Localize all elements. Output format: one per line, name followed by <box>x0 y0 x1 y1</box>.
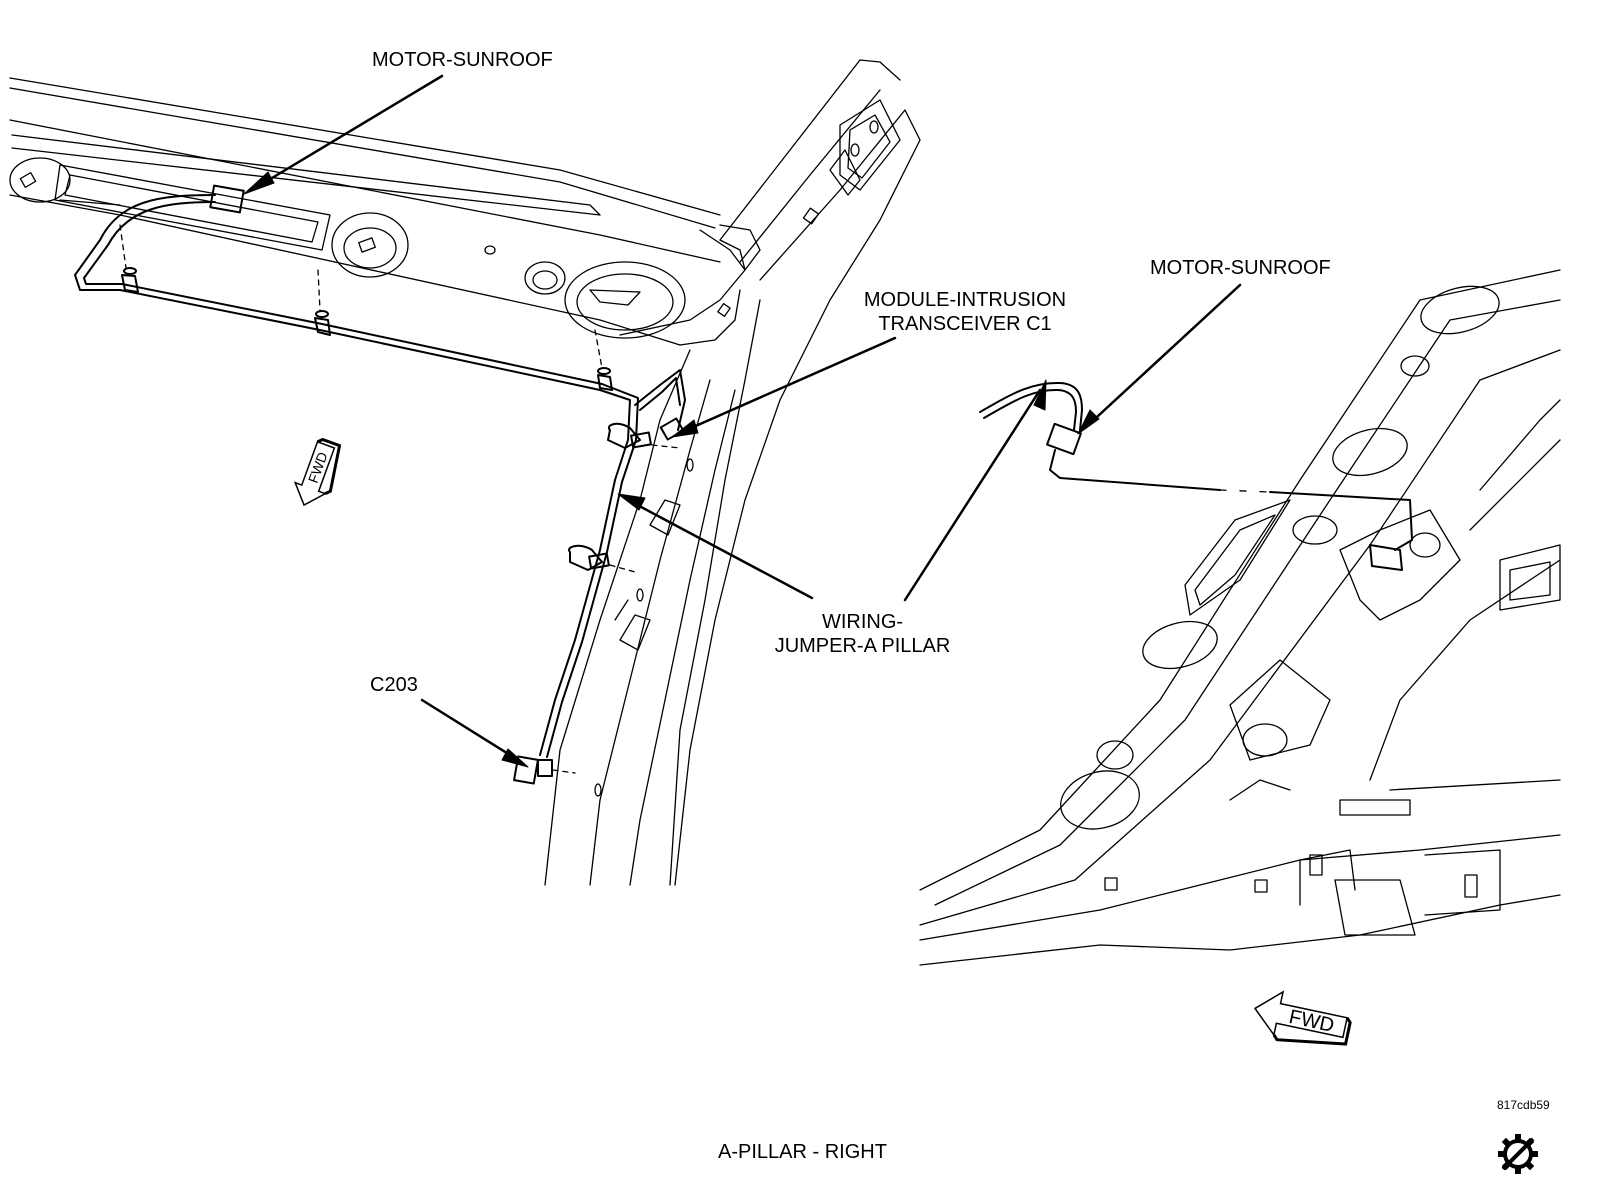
label-c203: C203 <box>370 674 418 696</box>
fwd-arrow-text: FWD <box>1287 1006 1336 1037</box>
right-roof-panel <box>919 269 1561 966</box>
diagram-caption: A-PILLAR - RIGHT <box>718 1141 887 1163</box>
arrowheads <box>243 171 1100 768</box>
label-module-intrusion: MODULE-INTRUSION TRANSCEIVER C1 <box>845 288 1085 336</box>
left-install-guides <box>119 224 681 774</box>
left-a-pillar <box>544 59 921 886</box>
label-wiring-line2: JUMPER-A PILLAR <box>774 635 951 657</box>
fwd-arrow-icon: FWD <box>293 437 342 507</box>
label-motor-sunroof-right: MOTOR-SUNROOF <box>1150 257 1331 279</box>
service-gear-icon <box>1498 1134 1538 1174</box>
label-wiring-line1: WIRING- <box>821 611 904 633</box>
right-wiring-harness <box>979 381 1413 571</box>
right-install-guide <box>1219 489 1271 493</box>
left-wiring-harness <box>74 184 686 785</box>
label-module-intrusion-line1: MODULE-INTRUSION <box>863 289 1067 311</box>
left-roof-panel <box>9 77 761 346</box>
fwd-arrow-icon: FWD <box>1253 990 1352 1046</box>
leader-arrows <box>250 74 1242 762</box>
label-module-intrusion-line2: TRANSCEIVER C1 <box>878 313 1052 335</box>
figure-code: 817cdb59 <box>1497 1098 1550 1112</box>
label-wiring-jumper: WIRING- JUMPER-A PILLAR <box>755 610 970 658</box>
label-motor-sunroof-left: MOTOR-SUNROOF <box>372 49 553 71</box>
